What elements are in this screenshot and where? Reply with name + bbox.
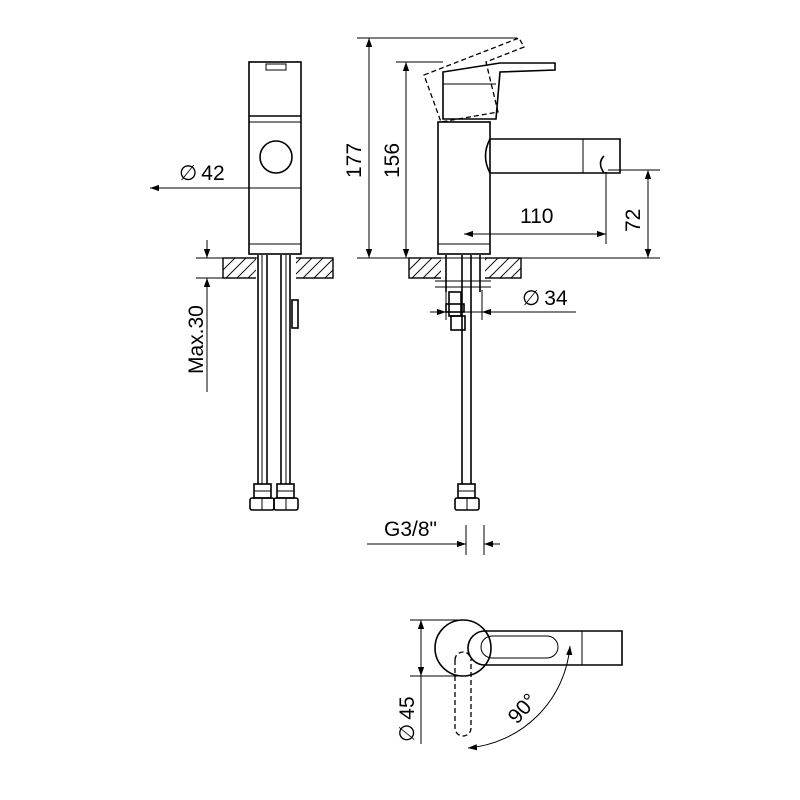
spout-outlet-circle xyxy=(259,140,293,174)
spout-reach-label: 110 xyxy=(520,205,553,228)
deck-thickness-label: Max.30 xyxy=(185,305,208,374)
rotation-angle-label: 90° xyxy=(504,689,542,728)
lever-handle-side xyxy=(442,62,556,120)
faucet-body-front xyxy=(248,61,302,255)
dim-deck-thickness xyxy=(196,240,258,392)
faucet-body-side xyxy=(437,121,491,255)
base-circle-top xyxy=(434,619,492,677)
lever-rotated-position xyxy=(454,660,472,737)
body-diameter-label: ∅42 xyxy=(179,162,225,185)
base-diameter-label: ∅45 xyxy=(396,696,419,742)
rotation-arc xyxy=(467,645,573,751)
supply-hoses-front xyxy=(249,255,299,511)
front-view: ∅42 Max.30 xyxy=(150,61,334,511)
total-height-label: 177 xyxy=(343,143,366,178)
countertop-side xyxy=(408,257,522,279)
side-view: 177 156 110 72 ∅34 G3/8" xyxy=(343,37,660,555)
lever-open-position xyxy=(423,37,525,123)
spout-height-label: 156 xyxy=(381,143,404,178)
supply-hose-side xyxy=(435,255,491,511)
countertop-front xyxy=(222,257,334,279)
spout-side xyxy=(490,138,621,174)
hole-diameter-label: ∅34 xyxy=(522,287,568,310)
outlet-height-label: 72 xyxy=(622,209,645,232)
top-view: ∅45 90° xyxy=(396,619,623,751)
thread-label: G3/8" xyxy=(384,518,437,541)
